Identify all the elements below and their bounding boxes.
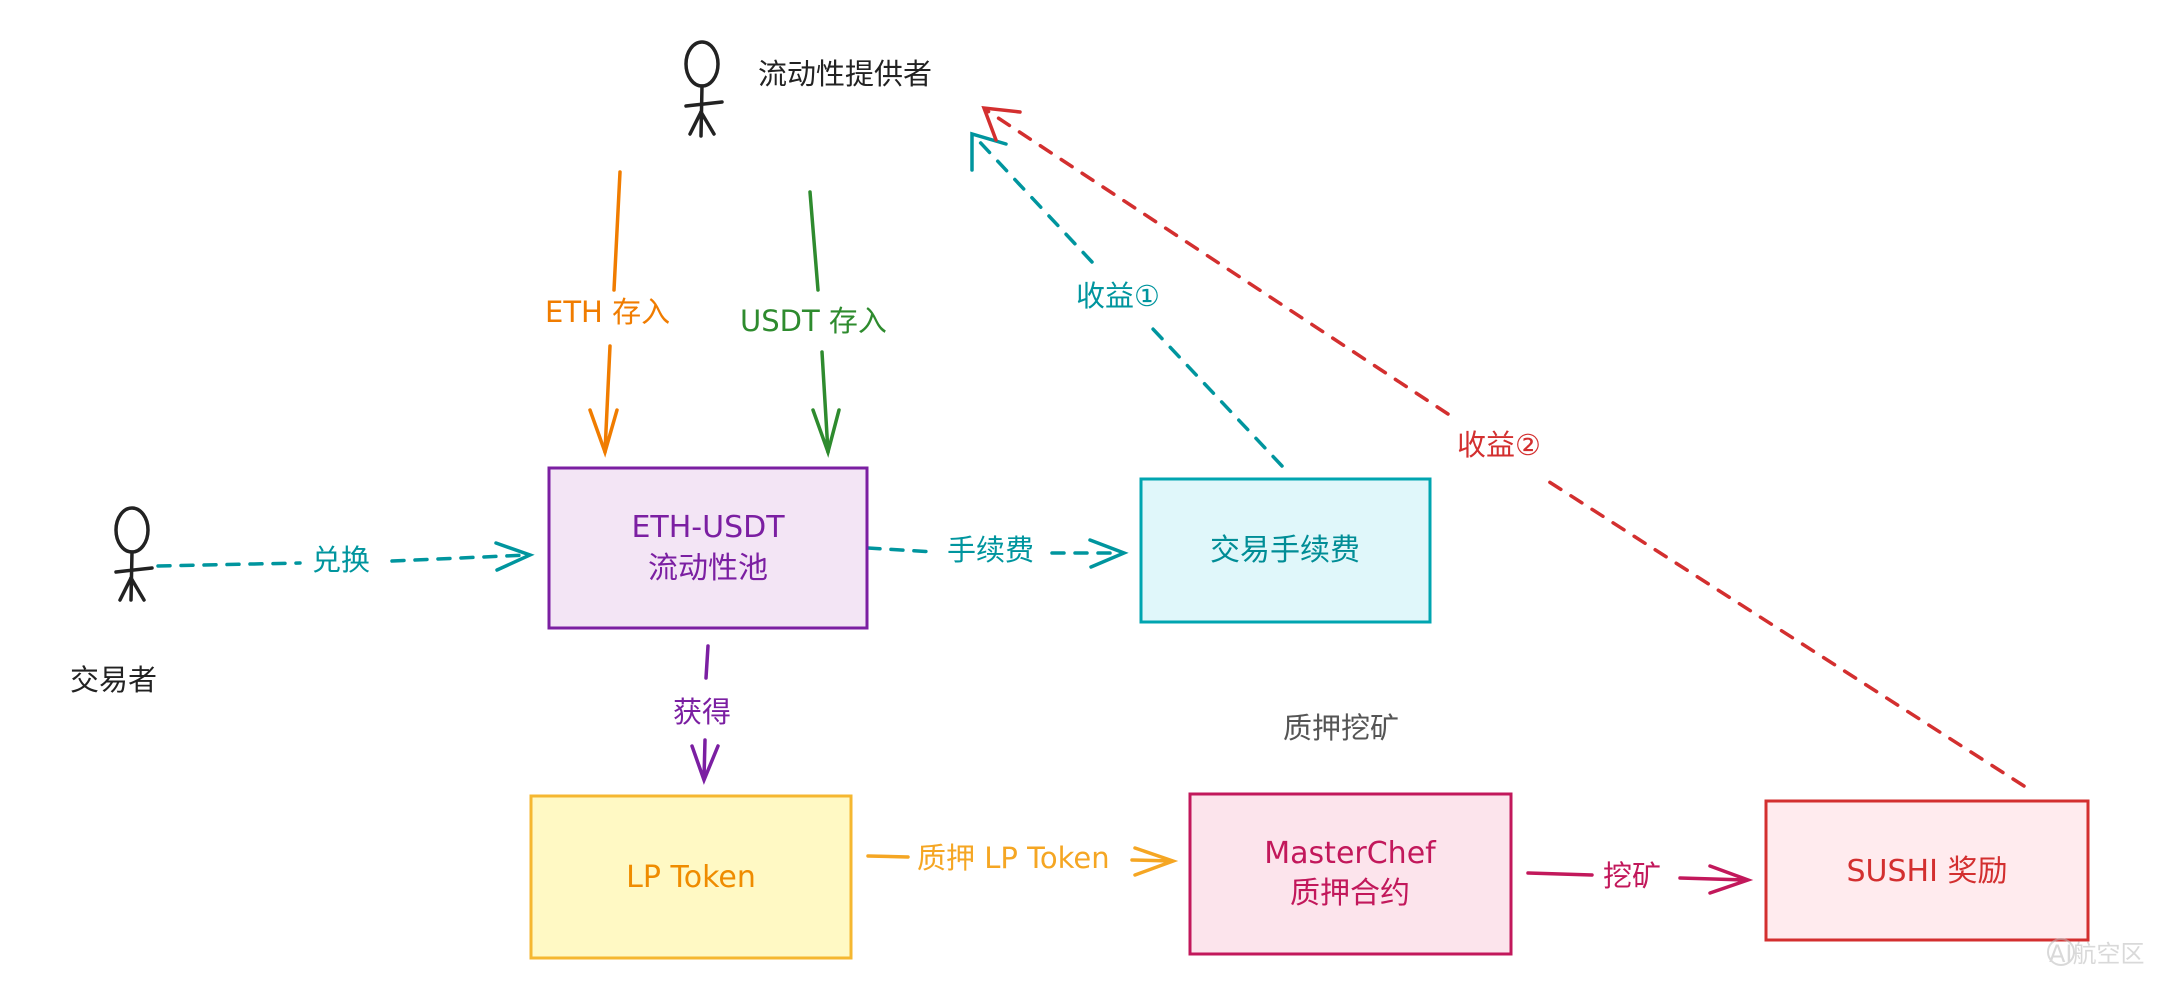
masterchef-box-title: MasterChef: [1264, 836, 1437, 871]
yield2-label: 收益②: [1457, 428, 1541, 462]
pool-box: ETH-USDT 流动性池: [547, 466, 869, 630]
stake-lp-label: 质押 LP Token: [917, 841, 1110, 875]
yield1-label: 收益①: [1076, 279, 1160, 313]
provider-stick-figure-icon: [684, 40, 724, 138]
swap-arrow: [156, 541, 535, 572]
watermark: AI航空区: [2047, 938, 2145, 968]
fee-arrow: [866, 538, 1129, 569]
eth-deposit-label: ETH 存入: [545, 295, 670, 329]
fees-box: 交易手续费: [1139, 477, 1432, 624]
usdt-deposit-arrow: [808, 190, 841, 458]
masterchef-box-subtitle: 质押合约: [1290, 876, 1410, 911]
watermark-text: AI航空区: [2049, 940, 2145, 968]
pool-box-title: ETH-USDT: [631, 510, 785, 545]
trader-actor: 交易者: [70, 506, 157, 697]
staking-mining-group-label: 质押挖矿: [1283, 711, 1399, 745]
watermark-logo-icon: [2047, 938, 2075, 966]
sushi-box: SUSHI 奖励: [1764, 799, 2090, 942]
obtain-arrow: [690, 644, 720, 785]
eth-deposit-arrow: [588, 170, 622, 458]
provider-actor: 流动性提供者: [684, 40, 932, 138]
fees-box-title: 交易手续费: [1210, 533, 1360, 568]
yield2-arrow: [981, 105, 2026, 788]
fee-label: 手续费: [947, 533, 1034, 567]
swap-label: 兑换: [312, 543, 370, 577]
provider-label: 流动性提供者: [758, 57, 932, 91]
mine-label: 挖矿: [1603, 859, 1661, 893]
pool-box-subtitle: 流动性池: [648, 551, 768, 586]
lp-token-box: LP Token: [529, 794, 853, 960]
lp-token-box-title: LP Token: [626, 860, 756, 895]
masterchef-box: MasterChef 质押合约: [1188, 792, 1513, 956]
sushi-box-title: SUSHI 奖励: [1847, 854, 2008, 889]
obtain-label: 获得: [673, 695, 731, 729]
trader-label: 交易者: [70, 663, 157, 697]
stake-lp-arrow: [866, 846, 1179, 877]
mine-arrow: [1526, 864, 1754, 895]
trader-stick-figure-icon: [114, 506, 154, 602]
usdt-deposit-label: USDT 存入: [740, 304, 887, 338]
